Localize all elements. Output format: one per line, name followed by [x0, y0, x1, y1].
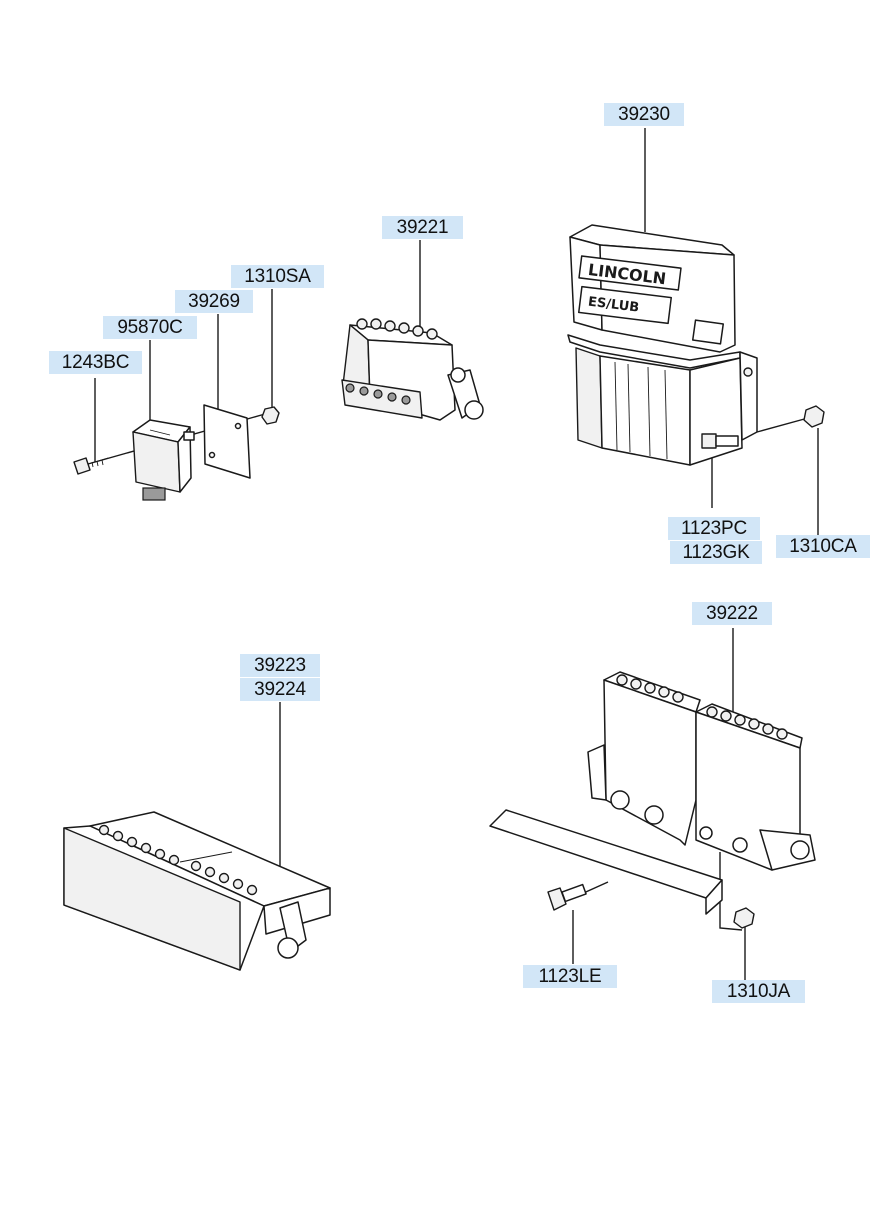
fuse-box-39230: LINCOLN ES/LUB — [567, 224, 758, 466]
label-95870c[interactable]: 95870C — [103, 316, 197, 339]
bolt-1123le — [547, 883, 587, 911]
nut-1310ja — [733, 907, 755, 929]
junction-block-39223-39224 — [63, 811, 331, 971]
sub-mark: ES/LUB — [587, 295, 640, 316]
label-39222[interactable]: 39222 — [692, 602, 772, 625]
label-1310ja[interactable]: 1310JA — [712, 980, 805, 1003]
label-1310ca[interactable]: 1310CA — [776, 535, 870, 558]
label-39230[interactable]: 39230 — [604, 103, 684, 126]
label-1123pc[interactable]: 1123PC — [668, 517, 760, 540]
label-1123le[interactable]: 1123LE — [523, 965, 617, 988]
mount-bracket — [489, 809, 723, 915]
bracket-39269 — [203, 404, 251, 479]
label-1310sa[interactable]: 1310SA — [231, 265, 324, 288]
label-39223[interactable]: 39223 — [240, 654, 320, 677]
label-1243bc[interactable]: 1243BC — [49, 351, 142, 374]
label-39221[interactable]: 39221 — [382, 216, 463, 239]
nut-1310ca — [803, 405, 825, 428]
label-39269[interactable]: 39269 — [175, 290, 253, 313]
relay-95870c — [132, 419, 195, 501]
label-39224[interactable]: 39224 — [240, 678, 320, 701]
label-1123gk[interactable]: 1123GK — [670, 541, 762, 564]
nut-1310sa — [261, 406, 280, 425]
junction-block-39221 — [341, 318, 484, 421]
junction-block-39222 — [587, 671, 816, 871]
screw-1243bc — [73, 457, 109, 475]
